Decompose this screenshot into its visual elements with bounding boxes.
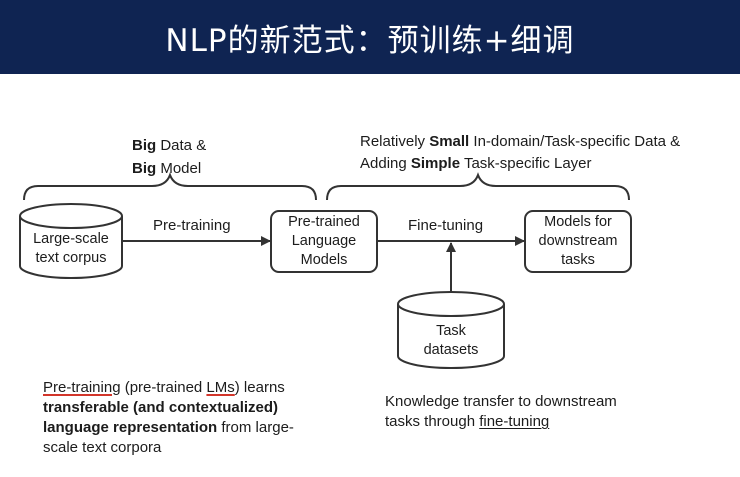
finetuning-label: Fine-tuning [408,217,484,234]
plm-label: Pre-trained Language Models [288,214,360,268]
right-brace [326,172,630,201]
corpus-label: Large-scale text corpus [33,231,109,266]
pretraining-label: Pre-training [153,217,231,234]
pretraining-description: Pre-training (pre-trained LMs) learns tr… [43,379,294,456]
small-data-note: Relatively Small In-domain/Task-specific… [360,133,681,172]
title-bar: NLP的新范式：预训练+细调 [0,0,740,74]
big-data-note: Big Data & Big Model [132,137,207,177]
downstream-box [524,210,632,273]
datasets-cylinder [397,291,505,369]
slide-title: NLP的新范式：预训练+细调 [165,22,575,59]
finetuning-description: Knowledge transfer to downstream tasks t… [385,393,617,430]
left-brace [23,172,317,201]
corpus-cylinder [19,203,123,279]
downstream-label: Models for downstream tasks [538,214,618,268]
datasets-label: Task datasets [423,323,479,358]
